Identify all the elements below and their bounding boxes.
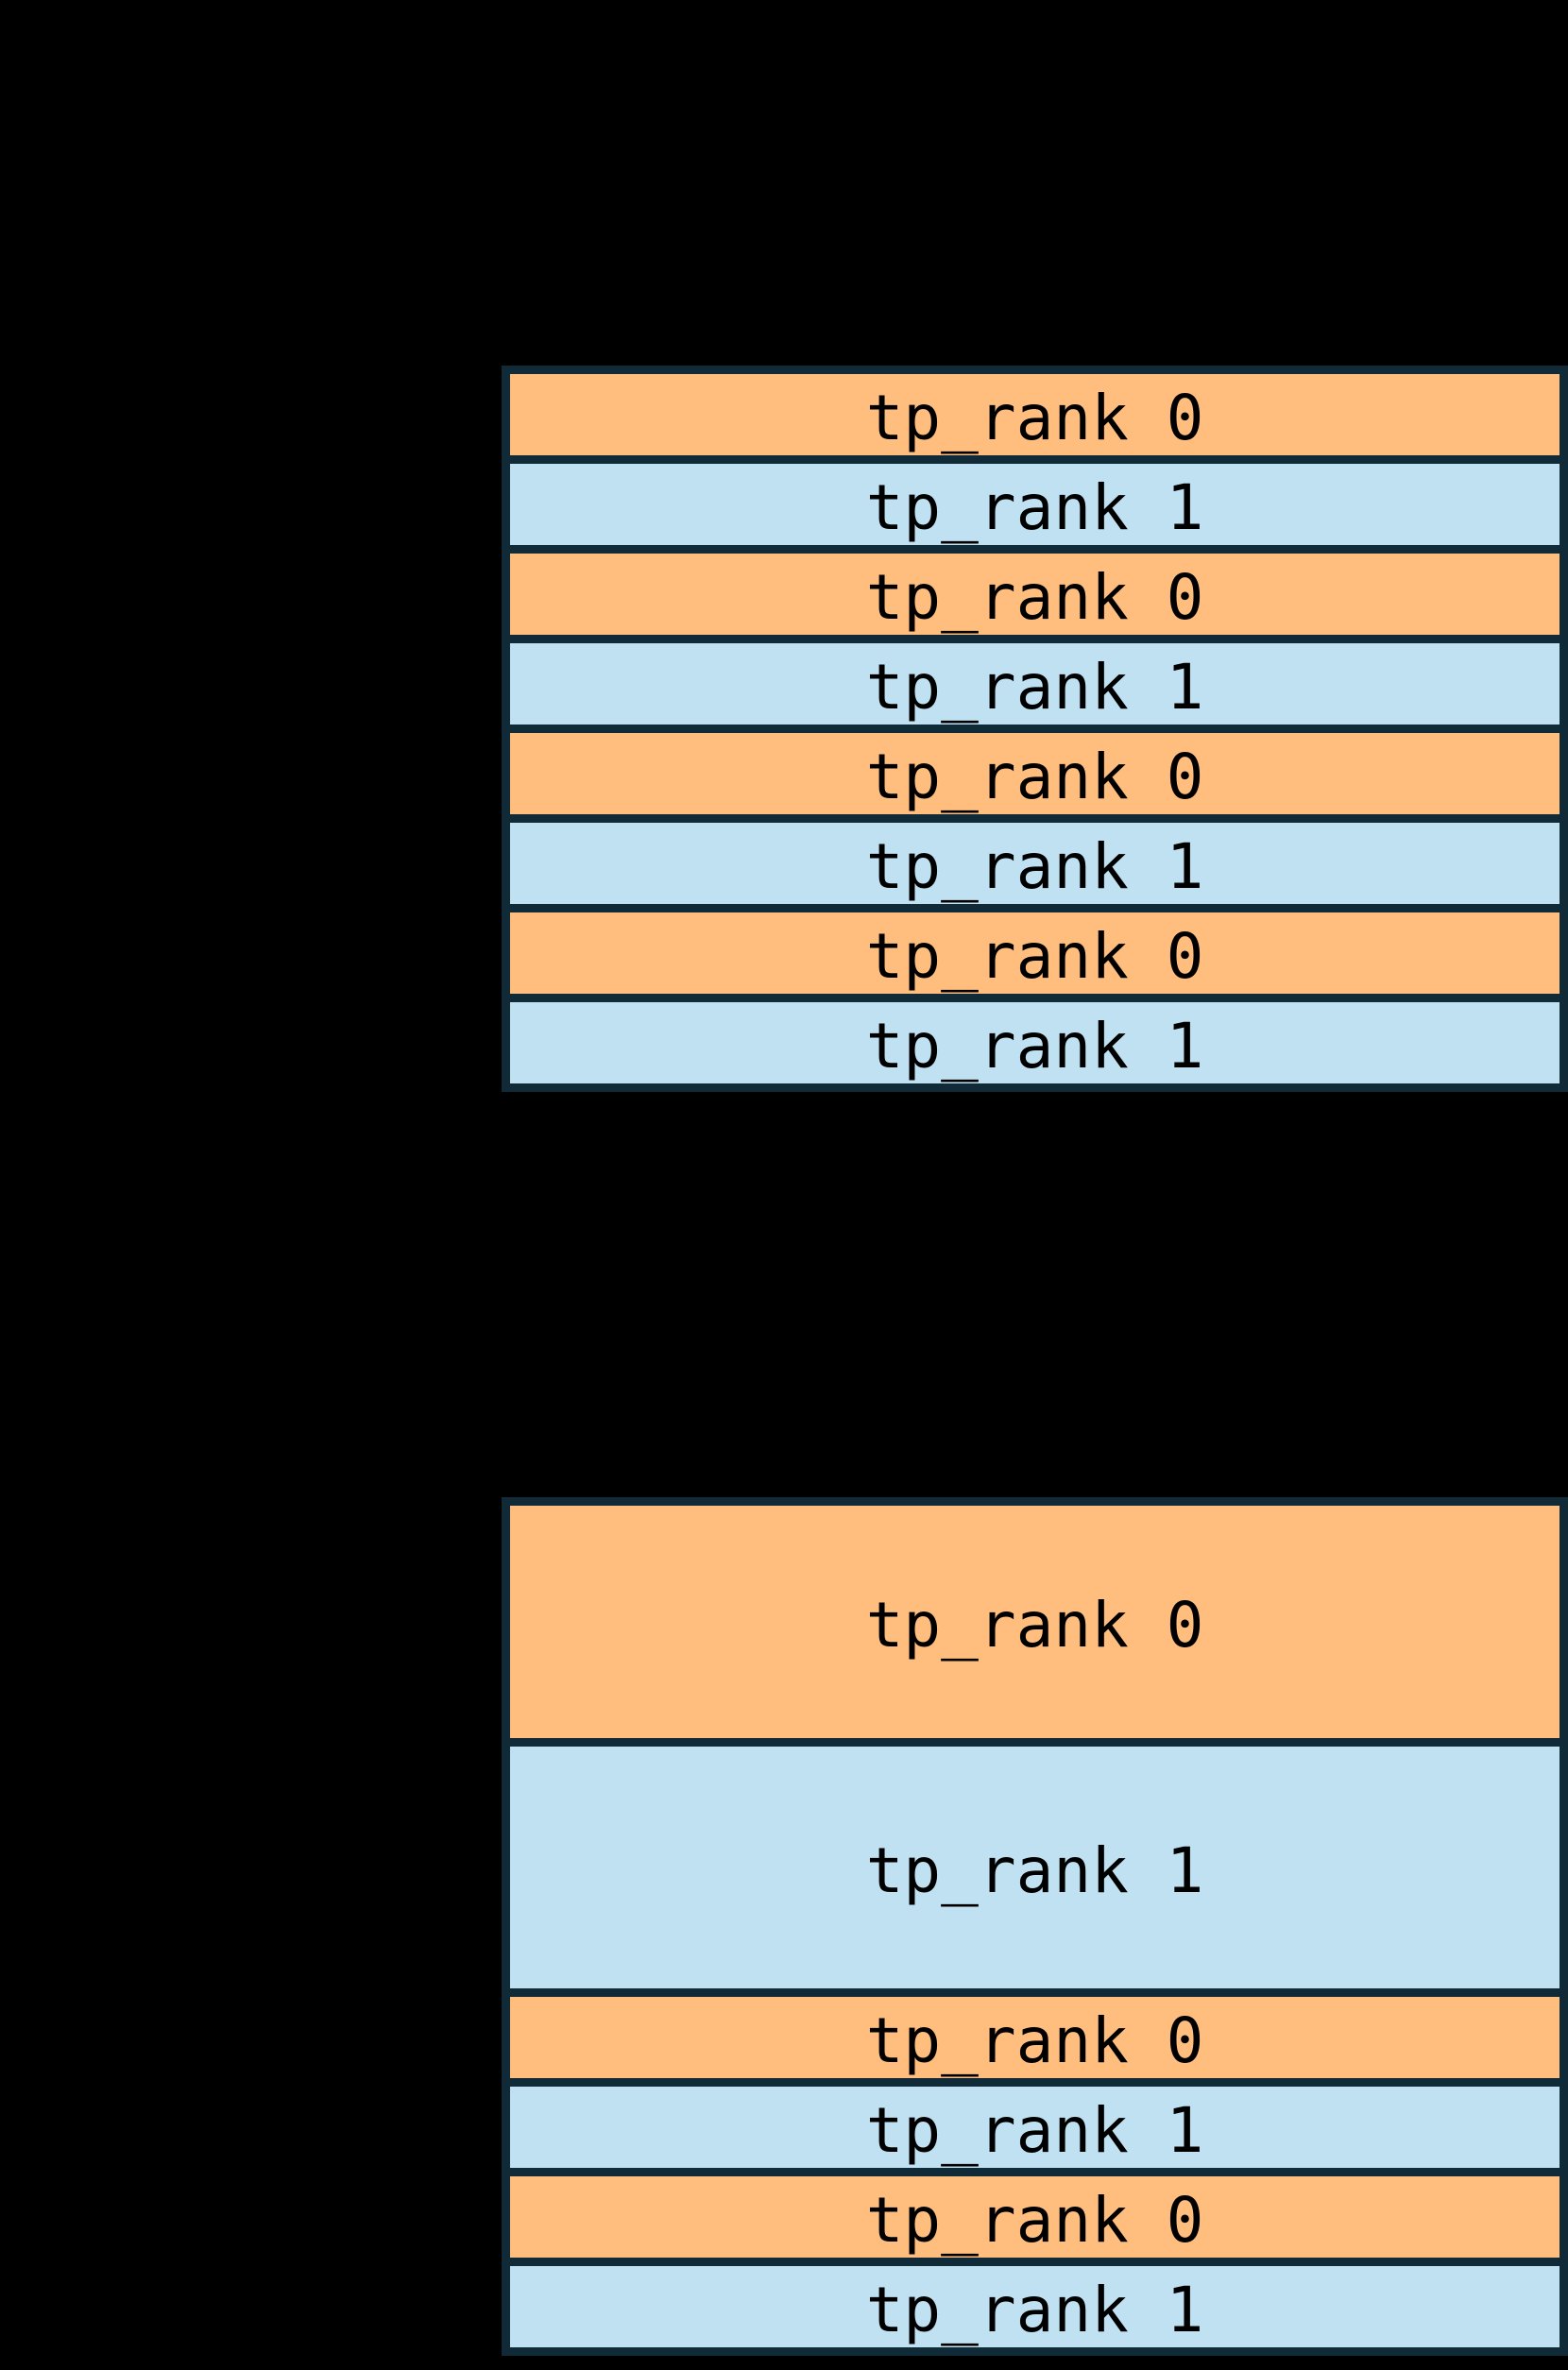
tp-rank-label: tp_rank 1 (865, 1834, 1204, 1907)
tp-rank-label: tp_rank 1 (865, 2274, 1204, 2346)
tp-rank-label: tp_rank 1 (865, 830, 1204, 903)
tp-rank-row: tp_rank 0 (510, 1997, 1559, 2078)
tp-rank-label: tp_rank 1 (865, 1010, 1204, 1083)
tp-rank-row: tp_rank 1 (510, 823, 1559, 904)
tp-rank-label: tp_rank 0 (865, 382, 1204, 454)
tp-rank-row: tp_rank 0 (510, 554, 1559, 635)
tp-rank-label: tp_rank 0 (865, 561, 1204, 634)
lower-tp-rank-table: tp_rank 0 tp_rank 1 tp_rank 0 tp_rank 1 tp_r… (502, 1497, 1568, 2356)
tp-rank-label: tp_rank 1 (865, 471, 1204, 544)
tp-rank-label: tp_rank 0 (865, 1589, 1204, 1662)
tp-rank-label: tp_rank 0 (865, 741, 1204, 813)
tp-rank-row: tp_rank 1 (510, 1747, 1559, 1988)
tp-rank-row: tp_rank 0 (510, 1506, 1559, 1738)
tp-rank-row: tp_rank 0 (510, 912, 1559, 994)
tp-rank-row: tp_rank 1 (510, 1002, 1559, 1083)
tp-rank-row: tp_rank 1 (510, 464, 1559, 545)
tp-rank-label: tp_rank 0 (865, 2184, 1204, 2257)
tp-rank-label: tp_rank 0 (865, 2004, 1204, 2077)
tp-rank-label: tp_rank 1 (865, 2094, 1204, 2167)
tp-rank-row: tp_rank 0 (510, 2176, 1559, 2258)
tp-rank-row: tp_rank 0 (510, 374, 1559, 455)
tp-rank-row: tp_rank 0 (510, 733, 1559, 814)
tp-rank-row: tp_rank 1 (510, 2087, 1559, 2168)
tp-rank-row: tp_rank 1 (510, 2266, 1559, 2347)
tp-rank-label: tp_rank 0 (865, 920, 1204, 993)
tp-rank-label: tp_rank 1 (865, 651, 1204, 724)
upper-tp-rank-table: tp_rank 0 tp_rank 1 tp_rank 0 tp_rank 1 tp_r… (502, 366, 1568, 1092)
tp-rank-row: tp_rank 1 (510, 643, 1559, 725)
